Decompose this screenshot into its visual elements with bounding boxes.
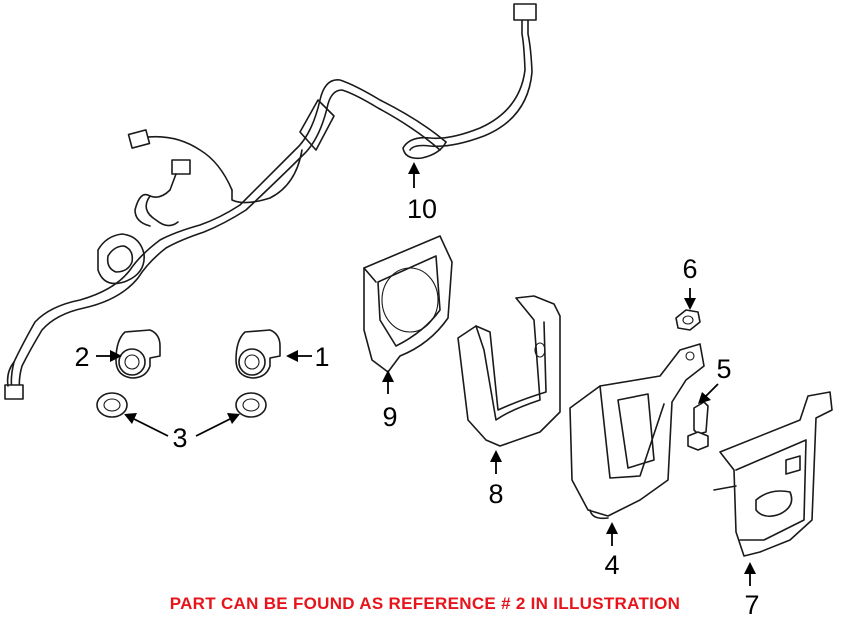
callout-1: 1 — [314, 342, 329, 372]
callout-2: 2 — [74, 342, 89, 372]
bracket-part-8 — [457, 295, 561, 447]
reference-notice-text: PART CAN BE FOUND AS REFERENCE # 2 IN IL… — [169, 594, 681, 613]
callout-8: 8 — [488, 479, 503, 509]
leader-lines — [96, 162, 756, 586]
seal-rings-part-3 — [96, 392, 267, 418]
wiring-harness-part-10 — [4, 3, 537, 400]
parking-sensor-part-1 — [235, 329, 281, 379]
nut-part-6 — [675, 309, 701, 331]
sensor-bracket-part-9 — [363, 235, 453, 373]
mounting-bracket-part-7 — [713, 391, 833, 557]
callout-5: 5 — [716, 354, 731, 384]
bolt-part-5 — [687, 401, 709, 451]
reference-notice: PART CAN BE FOUND AS REFERENCE # 2 IN IL… — [0, 594, 850, 614]
parking-sensor-part-2 — [115, 329, 161, 379]
callout-7: 7 — [744, 590, 759, 620]
callout-3: 3 — [172, 423, 187, 453]
callout-4: 4 — [604, 550, 619, 580]
sensor-housing-part-4 — [569, 343, 705, 520]
callout-9: 9 — [382, 402, 397, 432]
callout-10: 10 — [407, 194, 437, 224]
callout-6: 6 — [682, 254, 697, 284]
